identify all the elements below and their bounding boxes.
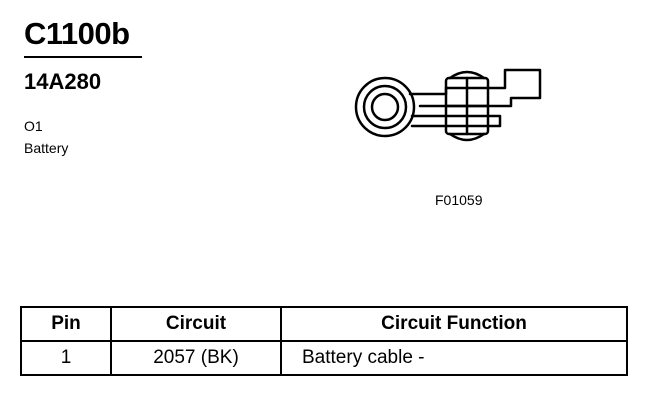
figure-reference: F01059 xyxy=(435,192,483,208)
part-number: 14A280 xyxy=(24,69,102,94)
connector-id: C1100b xyxy=(24,16,130,51)
table-row: 1 2057 (BK) Battery cable - xyxy=(20,340,628,376)
table-header-row: Pin Circuit Circuit Function xyxy=(20,306,628,342)
header-circuit-function: Circuit Function xyxy=(280,306,628,342)
circuit-function-cell: Battery cable - xyxy=(280,340,628,376)
pinout-table: Pin Circuit Circuit Function 1 2057 (BK)… xyxy=(20,306,628,376)
title-underline xyxy=(24,56,142,58)
location-code: O1 xyxy=(24,118,43,134)
pin-number-cell: 1 xyxy=(20,340,112,376)
header-circuit: Circuit xyxy=(110,306,282,342)
header-pin: Pin xyxy=(20,306,112,342)
location-description: Battery xyxy=(24,140,69,156)
circuit-cell: 2057 (BK) xyxy=(110,340,282,376)
battery-terminal-connector-icon xyxy=(354,68,542,142)
